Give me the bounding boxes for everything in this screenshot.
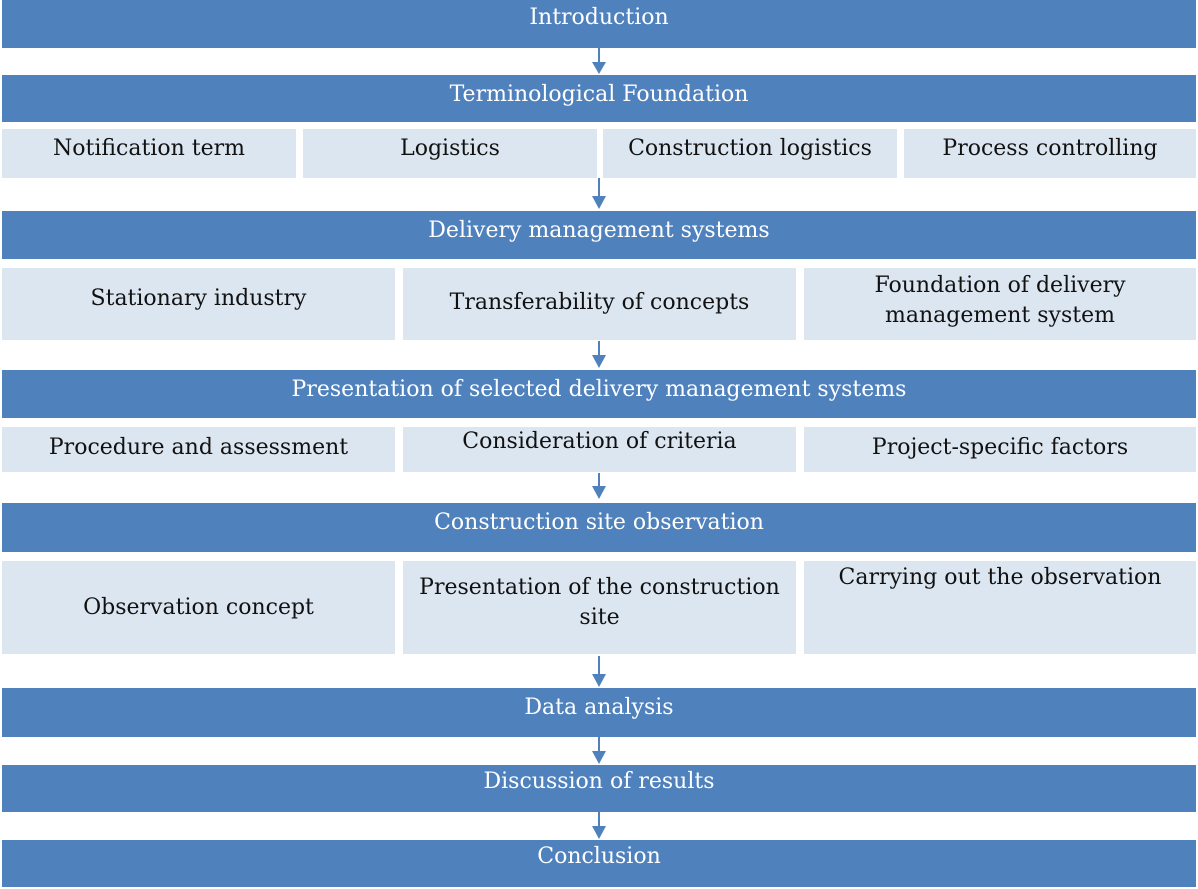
term-label-process-controlling: Process controlling: [942, 136, 1158, 161]
flow-arrow-2: [591, 178, 607, 210]
delivery-label-foundation: Foundation of delivery management system: [874, 273, 1126, 328]
delivery-box-transferability: Transferability of concepts: [403, 268, 796, 340]
introduction-label: Introduction: [529, 5, 669, 30]
term-box-process-controlling: Process controlling: [904, 129, 1196, 178]
observation-label-carrying-out: Carrying out the observation: [838, 565, 1162, 590]
observation-title: Construction site observation: [434, 510, 764, 535]
delivery-box-stationary: Stationary industry: [2, 268, 395, 340]
term-label-notification: Notification term: [52, 136, 245, 161]
delivery-label-stationary: Stationary industry: [90, 286, 307, 311]
flow-arrow-1: [591, 48, 607, 75]
presentation-box-criteria: Consideration of criteria: [403, 427, 796, 472]
observation-header: Construction site observation: [2, 503, 1196, 552]
presentation-label-project-specific: Project-specific factors: [871, 435, 1129, 460]
presentation-header: Presentation of selected delivery manage…: [2, 370, 1196, 418]
presentation-label-criteria: Consideration of criteria: [462, 429, 737, 454]
terminological-title: Terminological Foundation: [449, 82, 749, 107]
term-label-logistics: Logistics: [400, 136, 500, 161]
delivery-label-transferability: Transferability of concepts: [449, 290, 750, 315]
delivery-header: Delivery management systems: [2, 211, 1196, 259]
introduction-header: Introduction: [2, 0, 1196, 48]
term-label-construction-logistics: Construction logistics: [628, 136, 872, 161]
observation-label-site: Presentation of the construction site: [419, 575, 780, 630]
conclusion-label: Conclusion: [537, 844, 661, 869]
observation-box-carrying-out: Carrying out the observation: [804, 561, 1196, 654]
observation-box-site: Presentation of the construction site: [403, 561, 796, 654]
presentation-box-project-specific: Project-specific factors: [804, 427, 1196, 472]
delivery-title: Delivery management systems: [428, 218, 770, 243]
data-analysis-label: Data analysis: [524, 695, 674, 720]
terminological-header: Terminological Foundation: [2, 75, 1196, 122]
presentation-title: Presentation of selected delivery manage…: [291, 377, 907, 402]
term-box-notification: Notification term: [2, 129, 296, 178]
flow-arrow-6: [591, 737, 607, 765]
discussion-label: Discussion of results: [483, 769, 715, 794]
observation-label-concept: Observation concept: [83, 594, 314, 620]
discussion-header: Discussion of results: [2, 765, 1196, 812]
presentation-box-procedure: Procedure and assessment: [2, 427, 395, 472]
flow-arrow-3: [591, 341, 607, 369]
data-analysis-header: Data analysis: [2, 688, 1196, 737]
presentation-label-procedure: Procedure and assessment: [48, 435, 349, 460]
observation-box-concept: Observation concept: [2, 561, 395, 654]
delivery-box-foundation: Foundation of delivery management system: [804, 268, 1196, 340]
term-box-logistics: Logistics: [303, 129, 597, 178]
conclusion-header: Conclusion: [2, 840, 1196, 887]
flow-arrow-5: [591, 656, 607, 688]
flow-arrow-7: [591, 812, 607, 840]
flow-arrow-4: [591, 473, 607, 500]
term-box-construction-logistics: Construction logistics: [603, 129, 897, 178]
